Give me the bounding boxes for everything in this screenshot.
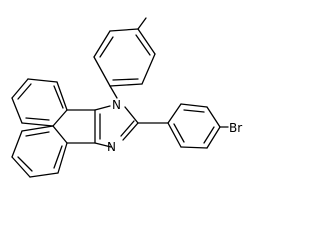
bond-double	[183, 109, 205, 113]
bond	[167, 122, 182, 148]
bond-double	[53, 145, 63, 169]
bond	[29, 172, 59, 178]
upper-benzo-ring	[11, 78, 68, 127]
atom-n3: N	[107, 140, 116, 154]
bond	[124, 106, 139, 124]
bond	[11, 156, 31, 178]
bromophenyl-ring	[167, 103, 221, 149]
bond	[21, 125, 54, 132]
bond	[206, 106, 221, 128]
bond	[180, 146, 208, 149]
bond	[206, 126, 221, 149]
bond	[21, 122, 54, 127]
bond	[52, 125, 68, 144]
bond-double	[17, 83, 32, 100]
atom-br: Br	[229, 121, 242, 135]
bond	[93, 56, 111, 87]
bond	[57, 142, 68, 174]
bond-double	[112, 78, 139, 81]
structure-svg: N N Br	[11, 17, 242, 178]
bond	[167, 103, 182, 124]
bond	[11, 130, 23, 158]
phenanthrene-center	[52, 109, 96, 144]
bond	[109, 28, 139, 32]
imidazole-ring	[94, 105, 139, 148]
bond	[122, 122, 139, 141]
bond	[27, 78, 58, 83]
atom-n1: N	[112, 98, 121, 112]
tolyl-ring	[93, 28, 156, 87]
molecule-drawing: N N Br	[11, 17, 242, 178]
bond-double	[17, 156, 33, 172]
bond	[52, 109, 68, 127]
bond	[11, 97, 23, 124]
bond	[94, 142, 112, 148]
bond-double	[203, 126, 215, 144]
bond	[94, 105, 111, 111]
bond-double	[25, 117, 50, 121]
bond-double	[25, 131, 50, 137]
bond-double	[99, 36, 114, 58]
lower-benzo-ring	[11, 125, 68, 178]
bond-double	[120, 120, 135, 137]
bond	[109, 83, 143, 87]
bond-n-tolyl	[109, 85, 118, 99]
bond	[180, 103, 208, 108]
bond	[141, 53, 156, 85]
bond	[11, 78, 29, 99]
bond	[137, 28, 156, 55]
bond-double	[173, 123, 185, 143]
bond-double	[53, 85, 64, 109]
bond	[56, 81, 68, 111]
bond-methyl	[137, 17, 147, 30]
bond-double	[135, 34, 151, 56]
bond	[93, 30, 111, 58]
